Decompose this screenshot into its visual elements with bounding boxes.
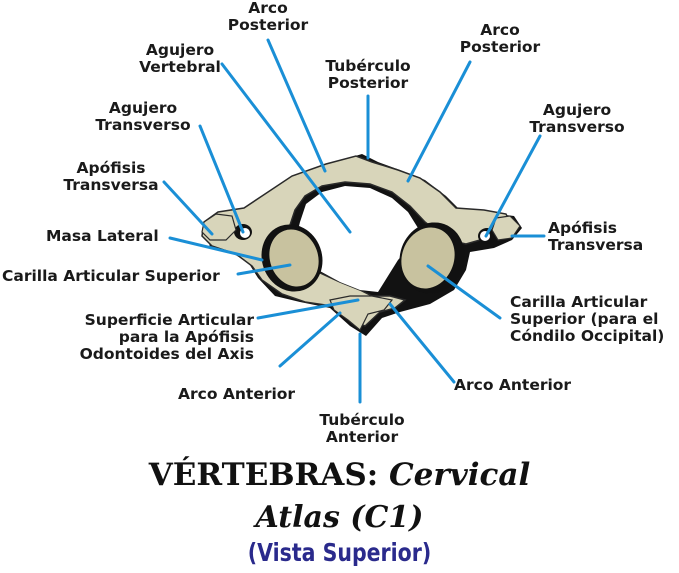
label-carilla-articular-superior-left: Carilla Articular Superior: [2, 267, 220, 285]
right-articular-facet-surface: [401, 227, 455, 289]
leader-arco-anterior-left: [278, 311, 342, 368]
leader-superficie-articular: [256, 298, 360, 320]
label-arco-anterior-right: Arco Anterior: [454, 376, 572, 394]
leader-carilla-right: [426, 264, 502, 320]
atlas-vertebra-illustration: [201, 154, 522, 336]
label-arco-anterior-left: Arco Anterior: [178, 385, 296, 403]
right-transverse-process: [491, 215, 521, 241]
vertebral-foramen: [296, 186, 418, 292]
leader-agujero-vertebral: [220, 62, 352, 234]
leader-carilla-left: [236, 263, 292, 276]
title-main: VÉRTEBRAS: Cervical: [148, 457, 531, 493]
leader-arco-posterior-top: [266, 38, 327, 173]
title-sub: Atlas (C1): [255, 500, 424, 535]
left-articular-facet-surface: [269, 229, 319, 287]
leader-arco-anterior-right: [388, 302, 456, 384]
leader-apofisis-transversa-left: [162, 180, 214, 236]
leader-agujero-transverso-left: [198, 124, 245, 234]
leader-agujero-transverso-right: [484, 134, 542, 238]
leader-masa-lateral: [168, 236, 264, 262]
anterior-arch: [329, 295, 394, 331]
leader-arco-posterior-right: [406, 60, 472, 183]
leader-lines: [162, 38, 546, 404]
title-view: (Vista Superior): [247, 538, 432, 567]
label-masa-lateral: Masa Lateral: [46, 227, 159, 245]
